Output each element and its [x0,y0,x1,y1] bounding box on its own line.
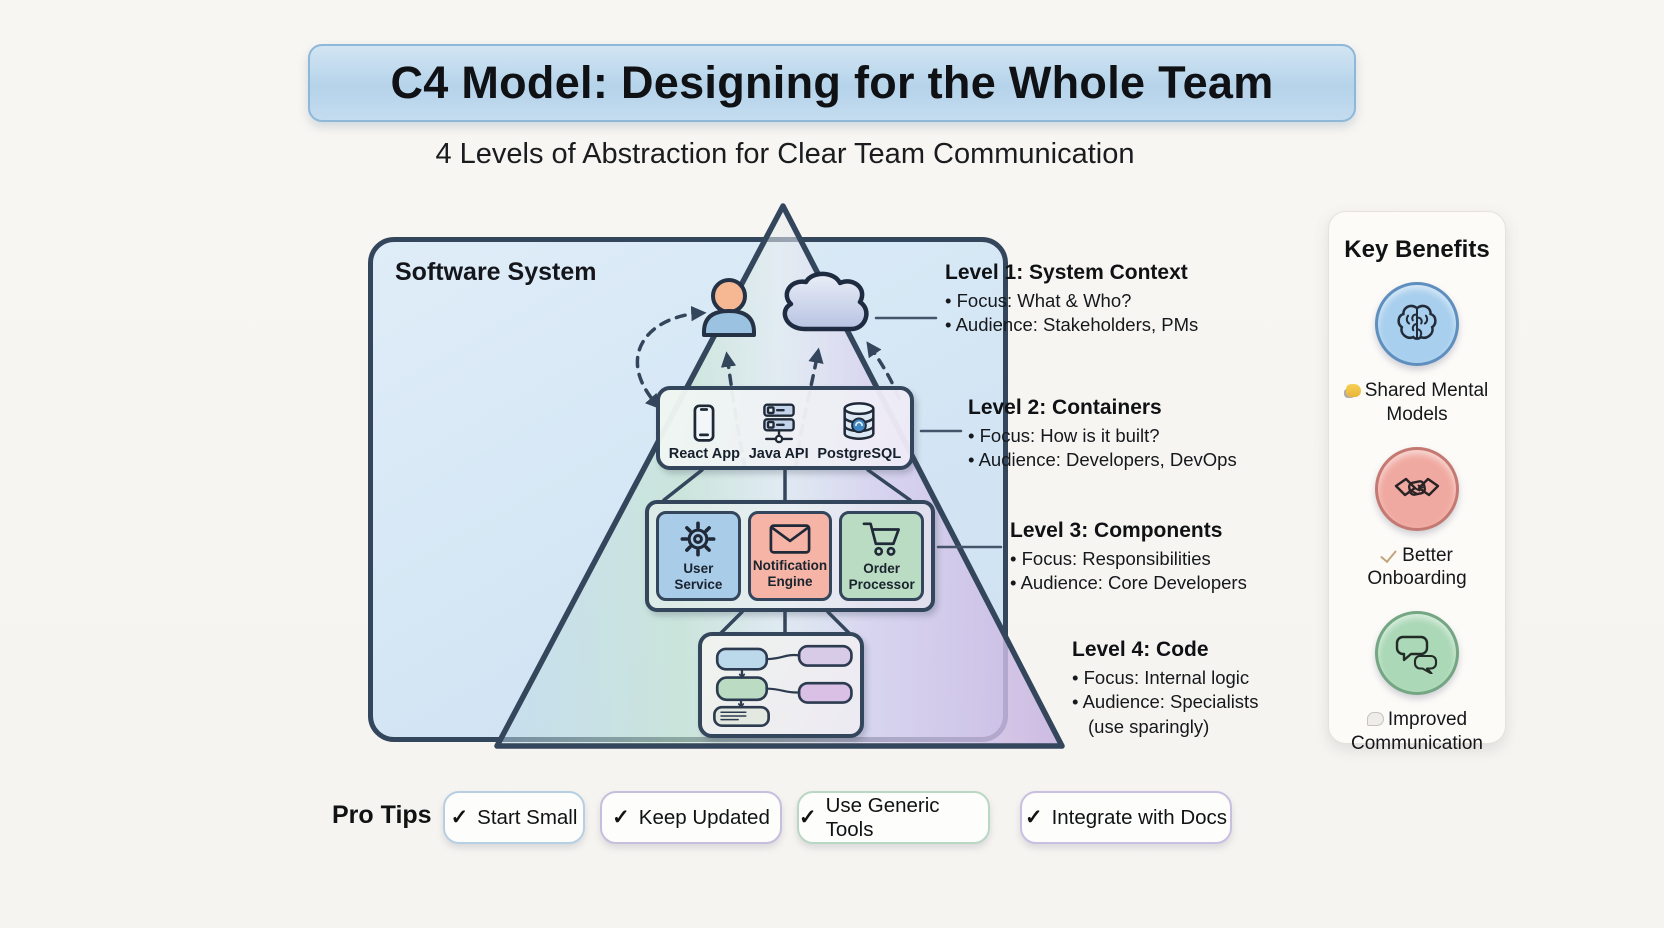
component-label: User Service [674,561,723,592]
level-bullet: (use sparingly) [1088,715,1210,737]
code-flowchart-icon [713,644,853,727]
key-benefits-title: Key Benefits [1344,236,1490,263]
container-postgresql: PostgreSQL [817,390,901,466]
components-box: User Service Notification Engine Order P… [645,500,935,612]
benefit-text: Improved Communication [1351,709,1483,754]
container-label: React App [668,446,740,462]
container-label: Java API [748,446,809,462]
envelope-icon [769,524,811,555]
benefit-label-better-onboarding: Better Onboarding [1338,544,1496,592]
server-icon [762,403,795,444]
pro-tip-text: Use Generic Tools [825,793,940,841]
component-order-processor: Order Processor [839,511,925,601]
cart-icon [862,522,900,557]
benefit-text: Shared Mental Models [1364,380,1489,425]
level-bullet: • Focus: Responsibilities [1010,548,1211,569]
level-4-annotation: Level 4: Code • Focus: Internal logic • … [1072,638,1412,739]
speech-bubble-emoji-icon [1366,712,1384,726]
speech-circle [1375,611,1459,695]
component-label: Notification Engine [752,558,828,589]
code-box [698,632,864,738]
brain-circle [1375,282,1459,366]
level-2-annotation: Level 2: Containers • Focus: How is it b… [968,396,1308,473]
level-bullet: • Audience: Specialists [1072,691,1259,713]
handshake-icon [1394,477,1440,496]
pro-tip-text: Keep Updated [638,805,770,829]
checkmark-icon: ✓ [612,806,630,829]
software-system-label: Software System [395,258,597,286]
page-title: C4 Model: Designing for the Whole Team [390,57,1274,108]
pro-tip-keep-updated: ✓ Keep Updated [600,791,782,844]
software-system-box: Software System [368,237,1008,742]
level-bullet: • Focus: Internal logic [1072,667,1250,688]
level-1-annotation: Level 1: System Context • Focus: What & … [945,261,1285,338]
level-bullet: • Audience: Stakeholders, PMs [945,314,1199,336]
level-title: Level 3: Components [1010,519,1223,542]
container-react-app: React App [669,390,740,466]
title-banner: C4 Model: Designing for the Whole Team [308,44,1356,122]
gear-icon [680,521,716,557]
pencil-check-emoji-icon [1380,545,1397,563]
containers-box: React App Java API [656,386,914,470]
level-bullet: • Audience: Developers, DevOps [968,449,1237,471]
level-3-annotation: Level 3: Components • Focus: Responsibil… [1010,519,1350,596]
speech-bubbles-icon [1395,635,1438,674]
component-label: Order Processor [848,561,915,592]
key-benefits-panel: Key Benefits Shared Mental Models [1328,211,1506,754]
benefit-text: Better Onboarding [1367,544,1467,590]
level-title: Level 1: System Context [945,261,1188,284]
brain-icon [1397,304,1437,340]
page-subtitle: 4 Levels of Abstraction for Clear Team C… [435,138,1135,170]
level-bullet: • Focus: How is it built? [968,425,1160,446]
level-title: Level 2: Containers [968,396,1162,419]
benefit-label-improved-communication: Improved Communication [1338,708,1496,756]
container-java-api: Java API [749,390,809,466]
pro-tip-use-generic-tools: ✓ Use Generic Tools [797,791,990,844]
pro-tip-text: Integrate with Docs [1051,805,1228,829]
level-bullet: • Audience: Core Developers [1010,572,1247,594]
lightbulb-emoji-icon [1345,384,1361,397]
checkmark-icon: ✓ [799,806,817,829]
handshake-circle [1375,446,1459,531]
level-bullet: • Focus: What & Who? [945,290,1132,311]
checkmark-icon: ✓ [450,806,469,829]
pro-tip-integrate-with-docs: ✓ Integrate with Docs [1020,791,1232,844]
pro-tip-start-small: ✓ Start Small [443,791,585,844]
level-title: Level 4: Code [1072,638,1209,661]
database-icon [843,402,875,440]
pro-tip-text: Start Small [477,805,578,829]
component-user-service: User Service [656,511,741,601]
component-notification-engine: Notification Engine [747,511,833,601]
checkmark-icon: ✓ [1024,806,1043,829]
pro-tips-label: Pro Tips [332,801,432,829]
smartphone-icon [693,404,715,442]
benefit-label-shared-mental-models: Shared Mental Models [1338,379,1496,427]
container-label: PostgreSQL [817,446,902,462]
